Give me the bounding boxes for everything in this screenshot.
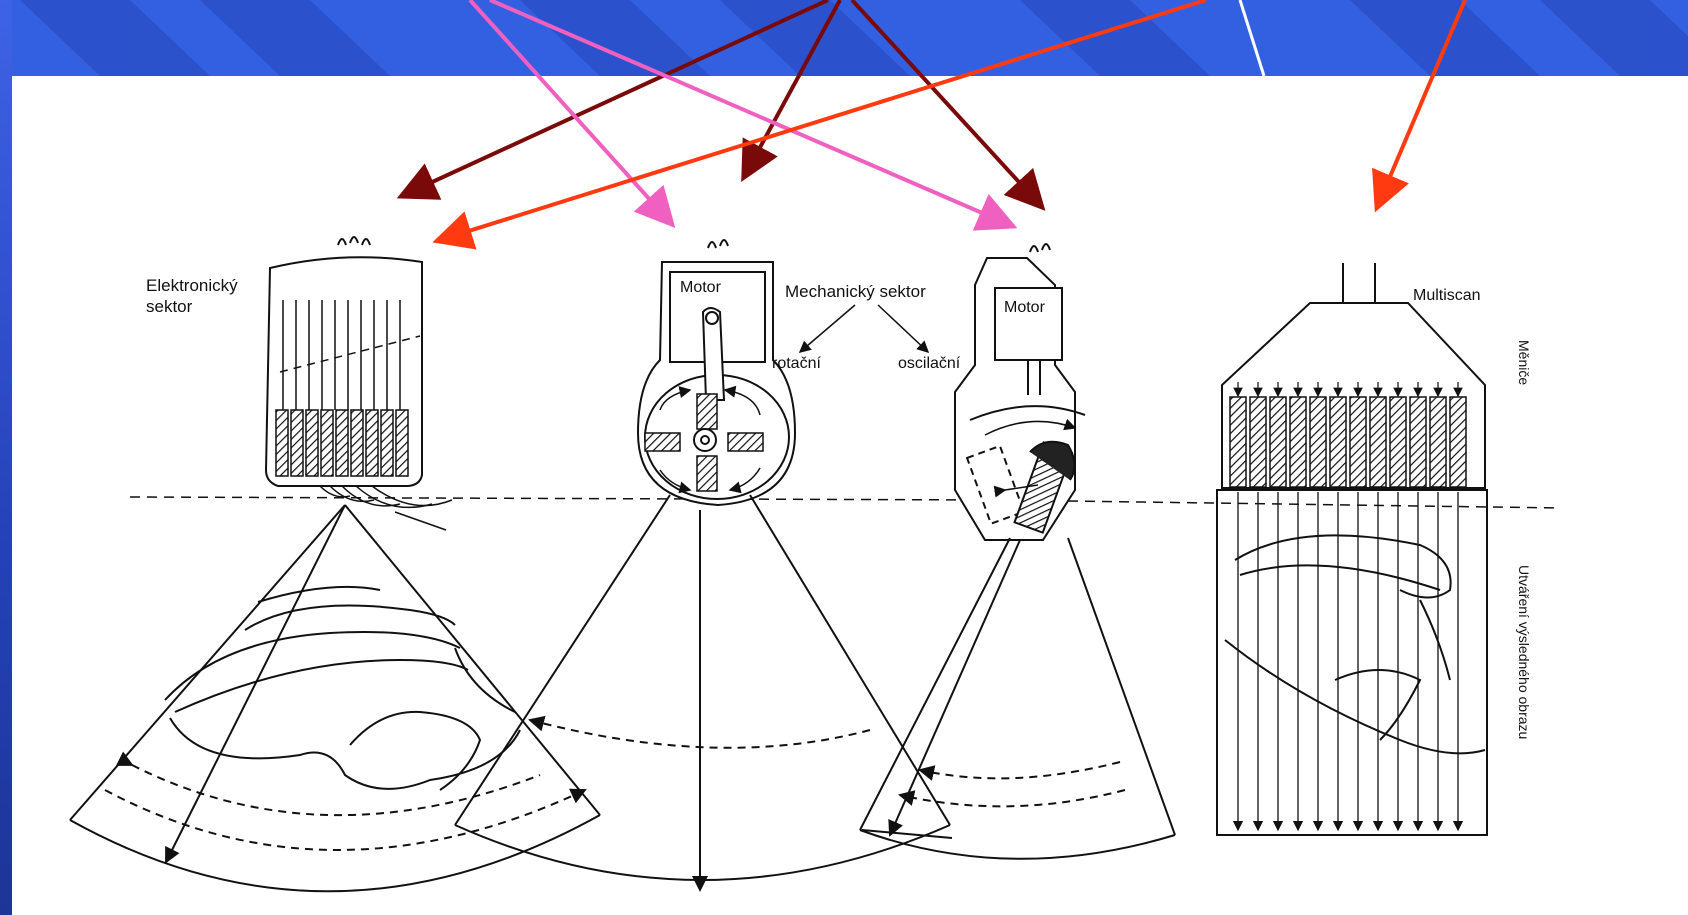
mechanical-sector-split-arrows <box>800 305 928 352</box>
arrow-orange-to-multiscan <box>1378 0 1465 205</box>
arrow-dark-red-to-rotational <box>745 0 840 175</box>
rotational-mechanical-probe <box>455 240 950 890</box>
label-motor-rotational: Motor <box>680 279 722 296</box>
pointer-arrows <box>404 0 1465 240</box>
label-oscillating: oscilační <box>898 355 961 372</box>
label-mechanical-sector: Mechanický sektor <box>785 282 926 301</box>
label-motor-oscillating: Motor <box>1004 299 1046 316</box>
oscillating-mechanical-probe <box>860 244 1175 859</box>
label-image-creation: Utváření výsledného obrazu <box>1516 565 1532 739</box>
label-multiscan: Multiscan <box>1413 287 1481 304</box>
white-divider-stroke <box>1240 0 1264 76</box>
label-electronic-sector-line1: Elektronický <box>146 276 238 295</box>
arrow-dark-red-to-electronic <box>404 0 828 195</box>
arrow-orange-to-electronic <box>440 0 1206 240</box>
label-electronic-sector-line2: sektor <box>146 297 193 316</box>
electronic-sector-probe <box>70 237 600 891</box>
label-transducers: Měniče <box>1516 340 1532 385</box>
label-rotational: rotační <box>772 355 821 372</box>
multiscan-linear-probe <box>1217 263 1487 835</box>
